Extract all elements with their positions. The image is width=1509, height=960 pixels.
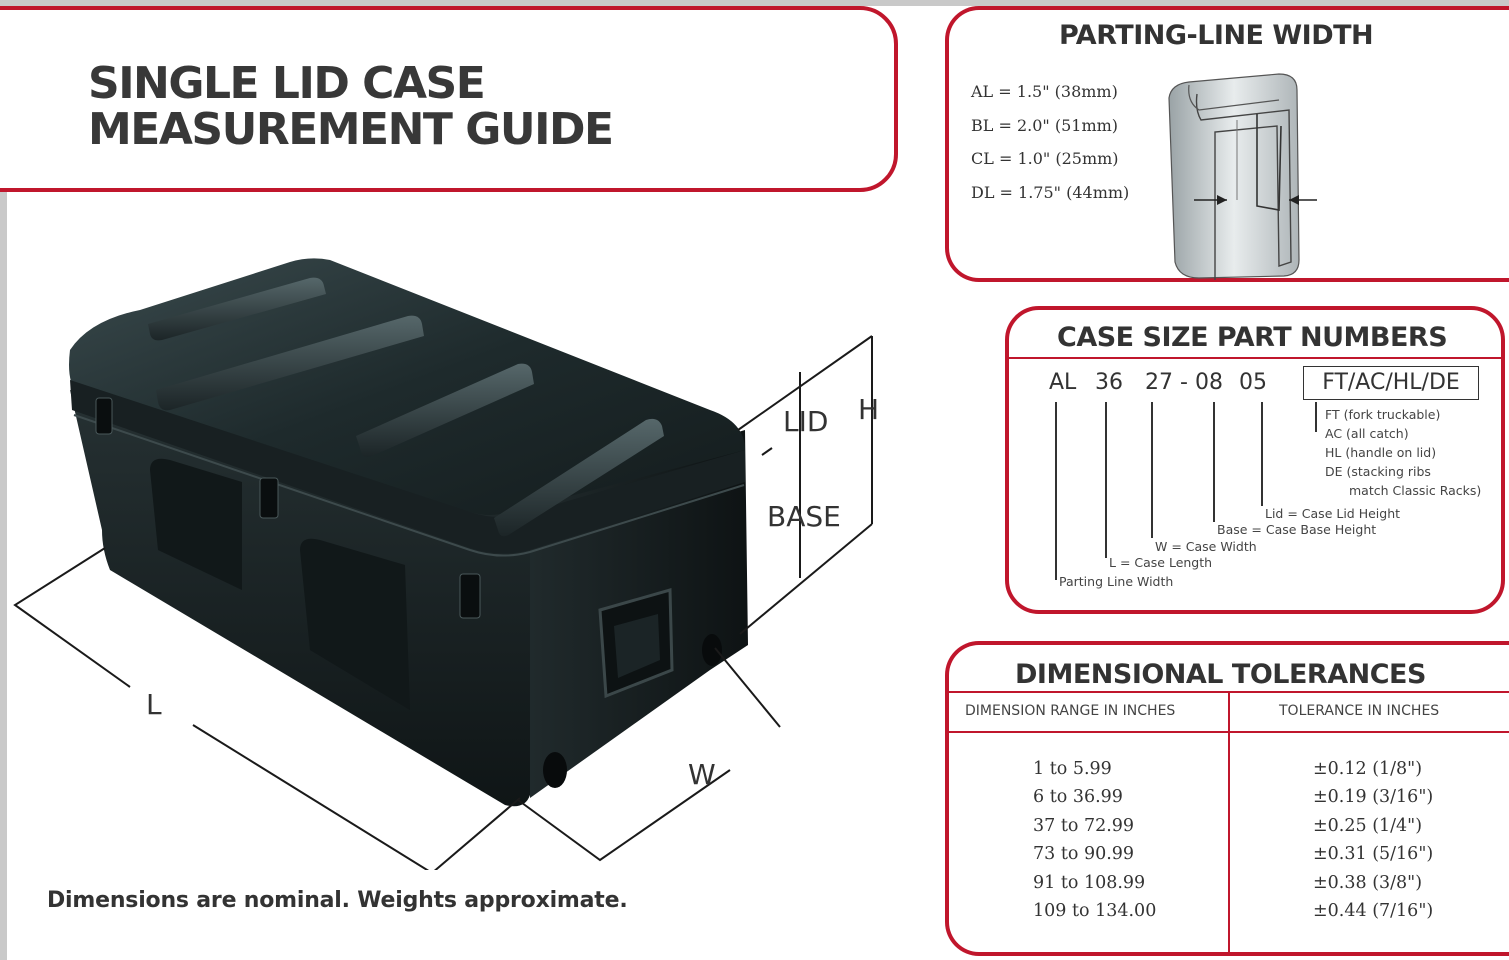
heading-divider bbox=[949, 691, 1509, 693]
dim-label-w: W bbox=[688, 758, 716, 791]
option-item: AC (all catch) bbox=[1325, 426, 1409, 441]
legend-parting-line: Parting Line Width bbox=[1059, 574, 1174, 589]
column-header-tolerance: TOLERANCE IN INCHES bbox=[1279, 703, 1440, 719]
front-recess bbox=[300, 538, 410, 710]
parting-line-diagram bbox=[1168, 73, 1317, 280]
footer-note: Dimensions are nominal. Weights approxim… bbox=[47, 888, 628, 913]
code-lid: 05 bbox=[1239, 370, 1267, 395]
parting-line-heading: PARTING-LINE WIDTH bbox=[1059, 20, 1374, 51]
page-title-line-2: MEASUREMENT GUIDE bbox=[88, 104, 614, 155]
legend-lid: Lid = Case Lid Height bbox=[1265, 506, 1401, 521]
end-handle-grip bbox=[614, 614, 660, 678]
code-width: 27 - bbox=[1145, 370, 1188, 395]
stacking-rib bbox=[356, 363, 534, 457]
leader-line bbox=[1315, 402, 1317, 432]
option-item: FT (fork truckable) bbox=[1325, 407, 1441, 422]
range-column: 1 to 5.99 6 to 36.99 37 to 72.99 73 to 9… bbox=[1033, 755, 1156, 925]
table-cell-range: 109 to 134.00 bbox=[1033, 901, 1157, 922]
stacking-rib bbox=[148, 277, 326, 341]
legend-base: Base = Case Base Height bbox=[1217, 522, 1377, 537]
table-cell-range: 73 to 90.99 bbox=[1033, 844, 1135, 865]
legend-width: W = Case Width bbox=[1155, 539, 1257, 554]
dim-label-base: BASE bbox=[767, 500, 841, 533]
parting-line-row: BL = 2.0" (51mm) bbox=[971, 116, 1119, 135]
table-cell-tolerance: ±0.12 (1/8") bbox=[1313, 759, 1423, 779]
option-item: match Classic Racks) bbox=[1349, 483, 1482, 498]
code-parting-line: AL bbox=[1049, 370, 1077, 395]
leader-line bbox=[1213, 402, 1215, 522]
stacking-rib bbox=[494, 418, 664, 537]
table-cell-range: 6 to 36.99 bbox=[1033, 787, 1123, 808]
left-border bbox=[0, 0, 7, 960]
table-cell-tolerance: ±0.25 (1/4") bbox=[1313, 815, 1423, 836]
legend-length: L = Case Length bbox=[1109, 555, 1213, 570]
dimension-lines bbox=[13, 335, 873, 870]
part-numbers-panel: CASE SIZE PART NUMBERS AL 36 27 - 08 05 … bbox=[1005, 306, 1505, 614]
leader-line bbox=[1261, 402, 1263, 506]
title-panel: SINGLE LID CASE MEASUREMENT GUIDE bbox=[0, 6, 898, 192]
tolerance-column: ±0.12 (1/8") ±0.19 (3/16") ±0.25 (1/4") … bbox=[1313, 755, 1433, 925]
dim-label-h: H bbox=[858, 393, 880, 426]
latch-icon bbox=[459, 573, 481, 619]
case-illustration bbox=[13, 258, 873, 870]
leader-line bbox=[1055, 402, 1057, 580]
column-divider bbox=[1228, 693, 1230, 956]
table-cell-range: 37 to 72.99 bbox=[1033, 815, 1135, 836]
front-recess bbox=[150, 458, 242, 590]
case-lid-lip bbox=[70, 380, 745, 554]
leader-line bbox=[1105, 402, 1107, 558]
tolerances-heading: DIMENSIONAL TOLERANCES bbox=[1015, 659, 1426, 690]
parting-line-panel: PARTING-LINE WIDTH AL = 1.5" (38mm) BL =… bbox=[945, 6, 1509, 282]
code-options: FT/AC/HL/DE bbox=[1303, 366, 1479, 400]
code-length: 36 bbox=[1095, 370, 1123, 395]
column-header-range: DIMENSION RANGE IN INCHES bbox=[965, 703, 1176, 719]
wheel bbox=[702, 634, 722, 666]
dim-label-l: L bbox=[146, 688, 162, 721]
top-border bbox=[0, 0, 1509, 6]
option-item: HL (handle on lid) bbox=[1325, 445, 1437, 460]
stacking-rib bbox=[156, 315, 424, 411]
table-cell-range: 91 to 108.99 bbox=[1033, 872, 1146, 893]
tolerances-panel: DIMENSIONAL TOLERANCES DIMENSION RANGE I… bbox=[945, 641, 1509, 956]
code-base: 08 bbox=[1195, 370, 1223, 395]
page-title-line-1: SINGLE LID CASE bbox=[88, 58, 486, 109]
parting-line-row: AL = 1.5" (38mm) bbox=[971, 82, 1118, 101]
table-cell-tolerance: ±0.31 (5/16") bbox=[1313, 844, 1434, 865]
part-numbers-heading: CASE SIZE PART NUMBERS bbox=[1057, 322, 1448, 353]
table-cell-range: 1 to 5.99 bbox=[1033, 759, 1112, 779]
option-item: DE (stacking ribs bbox=[1325, 464, 1431, 479]
latch-icon bbox=[259, 477, 279, 519]
leader-line bbox=[1151, 402, 1153, 538]
wheel bbox=[543, 752, 567, 788]
table-cell-tolerance: ±0.19 (3/16") bbox=[1313, 787, 1434, 808]
heading-divider bbox=[1009, 357, 1501, 359]
parting-line-row: DL = 1.75" (44mm) bbox=[971, 183, 1130, 202]
latch-icon bbox=[95, 397, 113, 435]
dim-label-lid: LID bbox=[783, 405, 829, 438]
table-cell-tolerance: ±0.38 (3/8") bbox=[1313, 872, 1423, 893]
parting-line-row: CL = 1.0" (25mm) bbox=[971, 149, 1119, 168]
case-lid-top bbox=[69, 258, 745, 515]
table-cell-tolerance: ±0.44 (7/16") bbox=[1313, 901, 1434, 922]
